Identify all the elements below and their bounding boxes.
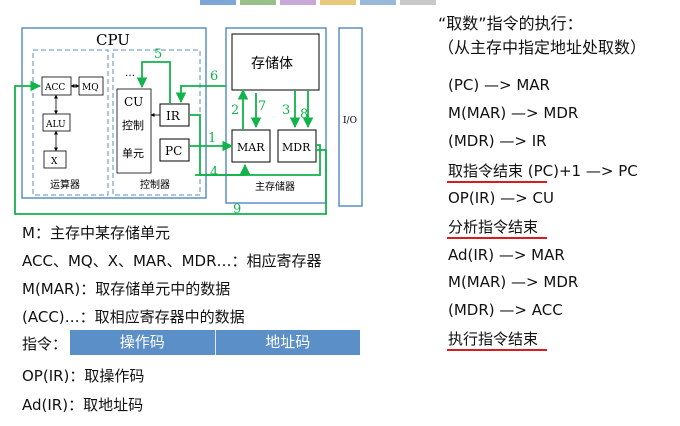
- step-6: 6: [210, 69, 218, 84]
- step-line-2: M(MAR) —> MDR: [448, 104, 579, 122]
- controller-group: [112, 49, 201, 196]
- fetch-end-underline: [447, 181, 547, 183]
- step-line-4: 取指令结束 (PC)+1 —> PC: [448, 162, 638, 180]
- instruction-format-label: 指令：: [22, 335, 68, 353]
- legend-line-2: ACC、MQ、X、MAR、MDR…：相应寄存器: [22, 252, 322, 270]
- step-4: 4: [210, 165, 218, 180]
- step-line-3: (MDR) —> IR: [448, 132, 547, 150]
- step-1: 1: [208, 131, 216, 146]
- step-7: 7: [258, 99, 266, 114]
- step-line-9: (MDR) —> ACC: [448, 301, 563, 319]
- ad-ir-line: Ad(IR)：取地址码: [22, 396, 144, 414]
- pc-label: PC: [165, 144, 182, 158]
- step-line-1: (PC) —> MAR: [448, 76, 550, 94]
- mdr-label: MDR: [282, 141, 311, 154]
- instruction-format-bar: 操作码 地址码: [70, 330, 360, 355]
- io-box: [338, 27, 363, 207]
- io-label: I/O: [343, 116, 357, 126]
- step-5: 5: [154, 47, 162, 62]
- pc-register: [159, 138, 190, 162]
- step-line-6: 分析指令结束: [448, 218, 539, 236]
- storage-body-box: [231, 33, 320, 91]
- mq-label: MQ: [82, 83, 99, 93]
- controller-label: 控制器: [140, 178, 170, 191]
- top-color-strip: [0, 0, 680, 6]
- step-line-10: 执行指令结束: [448, 330, 539, 348]
- acc-label: ACC: [44, 83, 65, 93]
- ir-label: IR: [166, 109, 181, 123]
- mdr-register: [277, 129, 317, 163]
- step-9: 9: [233, 202, 241, 217]
- cu-text-2: 单元: [122, 147, 144, 160]
- decode-end-underline: [447, 237, 547, 239]
- step-3: 3: [282, 103, 290, 118]
- legend-line-4: (ACC)…：取相应寄存器中的数据: [22, 308, 245, 326]
- op-ir-line: OP(IR)：取操作码: [22, 367, 145, 385]
- main-memory-label: 主存储器: [255, 180, 295, 193]
- dots: …: [125, 68, 135, 79]
- cu-label: CU: [124, 95, 143, 109]
- mar-label: MAR: [237, 141, 265, 154]
- step-8: 8: [300, 107, 308, 122]
- cpu-label: CPU: [96, 31, 130, 49]
- alu-unit-label: 运算器: [50, 178, 80, 191]
- main-memory-box: [225, 27, 327, 204]
- step-line-7: Ad(IR) —> MAR: [448, 246, 565, 264]
- alu-group: [32, 49, 109, 196]
- address-field: 地址码: [214, 330, 361, 355]
- cpu-box: [21, 27, 207, 199]
- cu-block: [116, 88, 152, 174]
- x-label: X: [51, 157, 58, 167]
- cu-text-1: 控制: [122, 118, 144, 132]
- alu-label: ALU: [45, 120, 66, 130]
- legend-line-1: M：主存中某存储单元: [22, 224, 170, 242]
- mar-register: [231, 129, 271, 163]
- right-title: “取数”指令的执行：: [438, 14, 583, 33]
- legend-line-3: M(MAR)：取存储单元中的数据: [22, 280, 231, 298]
- opcode-field: 操作码: [119, 333, 165, 351]
- step-line-5: OP(IR) —> CU: [448, 189, 554, 207]
- step-line-8: M(MAR) —> MDR: [448, 273, 579, 291]
- storage-body-label: 存储体: [251, 56, 293, 72]
- step-2: 2: [231, 103, 239, 118]
- execute-end-underline: [447, 349, 547, 351]
- right-subtitle: （从主存中指定地址处取数）: [438, 38, 647, 57]
